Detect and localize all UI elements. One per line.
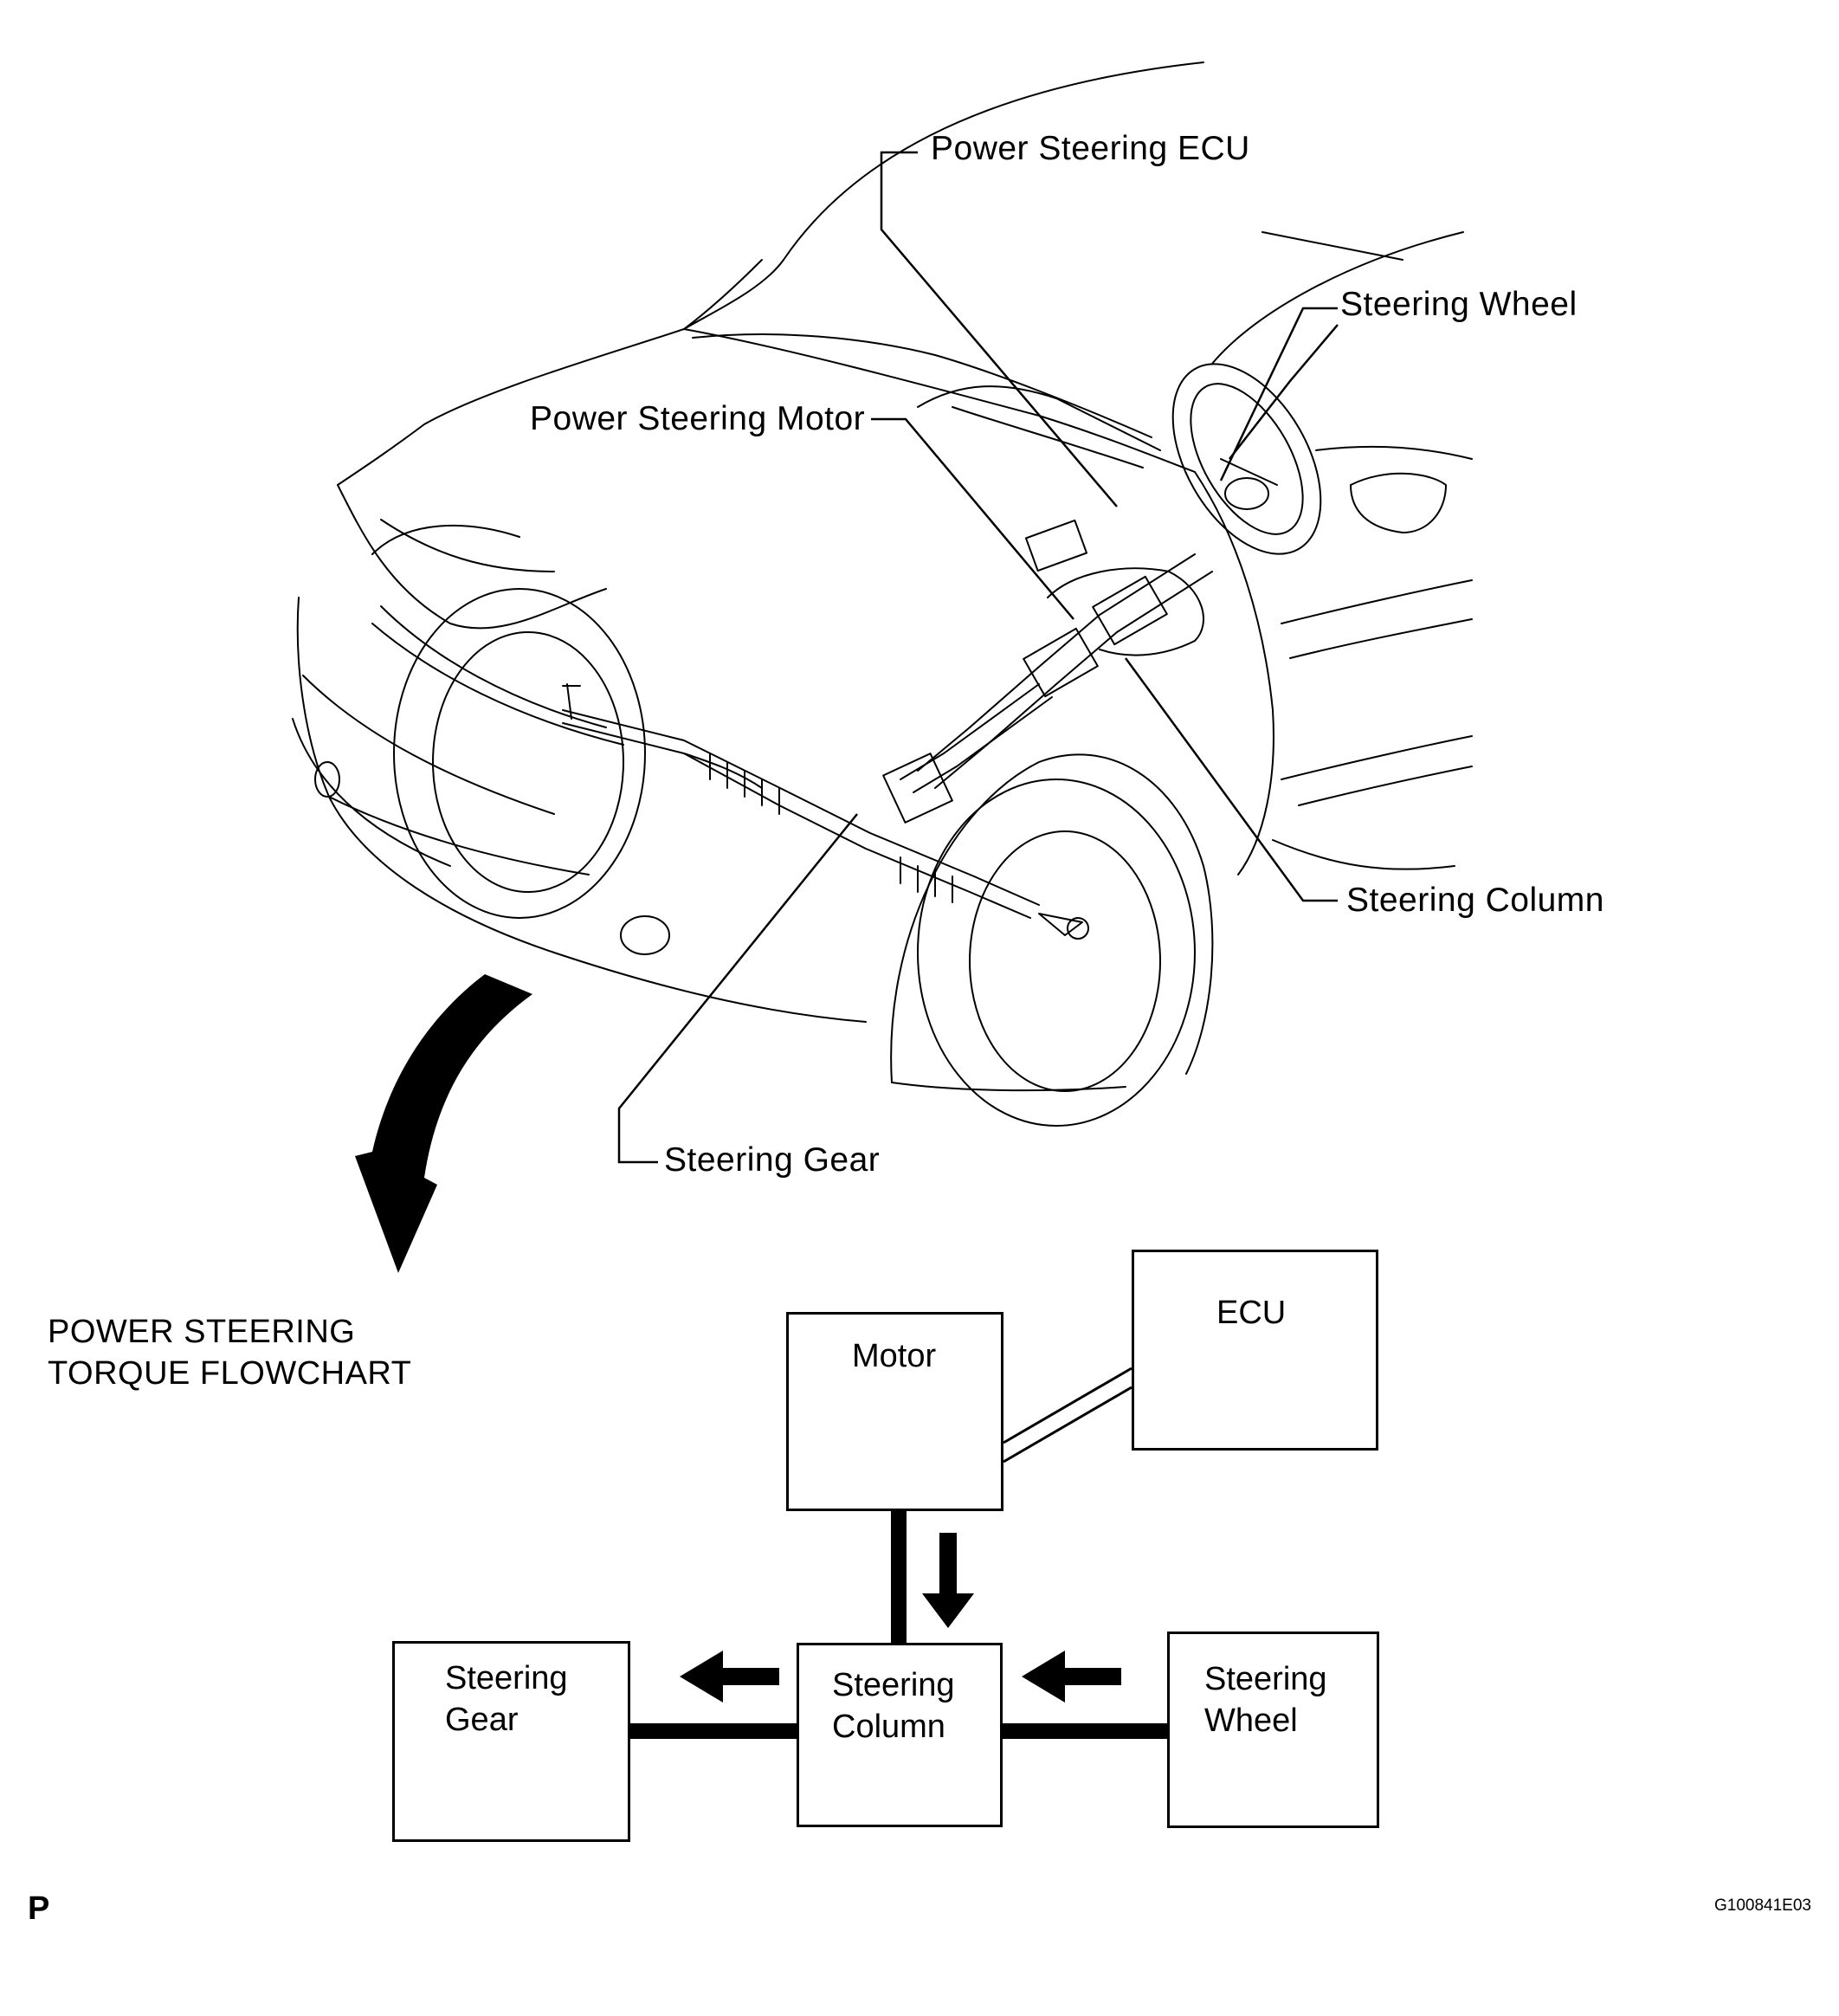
flowchart-title-line1: POWER STEERING: [48, 1314, 356, 1350]
steering-wheel-box-label-line1: Steering: [1204, 1661, 1327, 1697]
page-letter: P: [28, 1890, 50, 1927]
motor-box-label: Motor: [852, 1338, 937, 1374]
callout-steering-wheel: Steering Wheel: [1340, 286, 1578, 323]
gear-column-shaft: [629, 1723, 798, 1739]
flowchart-title-line2: TORQUE FLOWCHART: [48, 1355, 412, 1392]
steering-column-box: Steering Column: [797, 1643, 1003, 1827]
motor-box: Motor: [786, 1312, 1003, 1511]
ecu-box-label: ECU: [1216, 1295, 1287, 1331]
callout-power-steering-ecu: Power Steering ECU: [931, 130, 1250, 167]
steering-gear-box: Steering Gear: [392, 1641, 630, 1842]
down-arrow-icon: [922, 1533, 974, 1628]
flowchart-title: POWER STEERING TORQUE FLOWCHART: [48, 1311, 411, 1394]
steering-wheel-box: Steering Wheel: [1167, 1632, 1379, 1828]
steering-wheel-box-label-line2: Wheel: [1204, 1703, 1298, 1739]
left-arrow-icon-gear: [680, 1651, 779, 1703]
callout-steering-gear: Steering Gear: [664, 1141, 881, 1179]
steering-gear-box-label-line2: Gear: [445, 1702, 519, 1738]
column-wheel-shaft: [1002, 1723, 1168, 1739]
callout-steering-column: Steering Column: [1346, 882, 1604, 919]
steering-gear-box-label-line1: Steering: [445, 1660, 568, 1696]
steering-column-box-label-line2: Column: [832, 1709, 945, 1745]
ecu-box: ECU: [1132, 1250, 1378, 1451]
curved-arrow-icon: [355, 974, 532, 1273]
motor-column-shaft: [891, 1511, 907, 1645]
steering-column-box-label-line1: Steering: [832, 1667, 955, 1703]
left-arrow-icon-column: [1022, 1651, 1121, 1703]
figure-code: G100841E03: [1714, 1896, 1811, 1915]
callout-power-steering-motor: Power Steering Motor: [530, 400, 866, 437]
